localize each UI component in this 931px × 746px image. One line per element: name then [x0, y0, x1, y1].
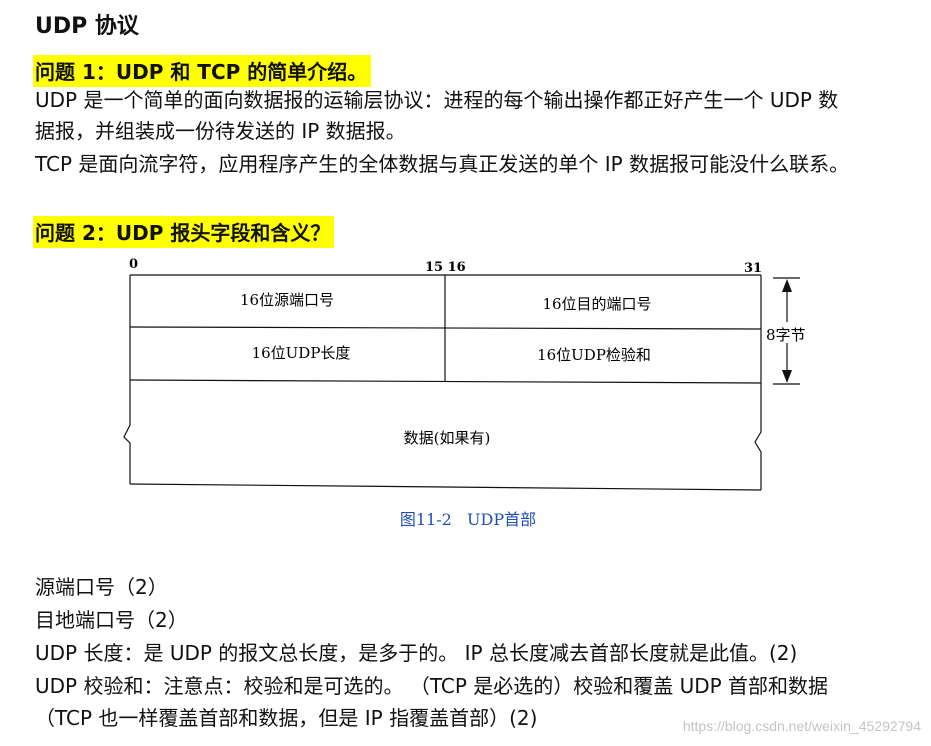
field-udp-length: UDP 长度：是 UDP 的报文总长度，是多于的。 IP 总长度减去首部长度就是… — [35, 641, 798, 665]
question-2-heading-wrap: 问题 2：UDP 报头字段和含义？ — [33, 216, 335, 248]
question-2-heading: 问题 2：UDP 报头字段和含义？ — [33, 216, 335, 248]
field-udp-checksum: UDP 校验和：注意点：校验和是可选的。 （TCP 是必选的）校验和覆盖 UDP… — [35, 674, 829, 698]
dst-port-cell: 16位目的端口号 — [542, 295, 651, 313]
src-port-cell: 16位源端口号 — [240, 291, 334, 309]
question-1-line-2: 据报，并组装成一份待发送的 IP 数据报。 — [35, 119, 406, 143]
watermark-url: https://blog.csdn.net/weixin_45292794 — [682, 718, 921, 734]
bytes-label: 8字节 — [766, 326, 806, 344]
question-1-line-3: TCP 是面向流字符，应用程序产生的全体数据与真正发送的单个 IP 数据报可能没… — [35, 152, 850, 176]
field-source-port: 源端口号（2） — [35, 575, 168, 599]
bit-label-end: 31 — [744, 261, 762, 276]
data-cell: 数据(如果有) — [404, 429, 491, 447]
bit-label-mid: 15 16 — [425, 260, 466, 275]
bit-label-start: 0 — [129, 257, 138, 272]
question-1-heading: 问题 1：UDP 和 TCP 的简单介绍。 — [33, 55, 372, 87]
page-title: UDP 协议 — [35, 14, 139, 39]
question-1-line-1: UDP 是一个简单的面向数据报的运输层协议：进程的每个输出操作都正好产生一个 U… — [35, 88, 839, 112]
field-udp-checksum-note: （TCP 也一样覆盖首部和数据，但是 IP 指覆盖首部）(2) — [35, 706, 538, 730]
field-dest-port: 目地端口号（2） — [35, 608, 188, 632]
checksum-cell: 16位UDP检验和 — [537, 346, 651, 364]
figure-caption: 图11-2 UDP首部 — [400, 510, 536, 529]
udp-header-diagram: 0 15 16 31 16位源端口号 16位目的端口号 16位UDP长度 16位… — [123, 257, 806, 529]
question-1-heading-wrap: 问题 1：UDP 和 TCP 的简单介绍。 — [33, 55, 372, 87]
length-cell: 16位UDP长度 — [252, 344, 351, 362]
